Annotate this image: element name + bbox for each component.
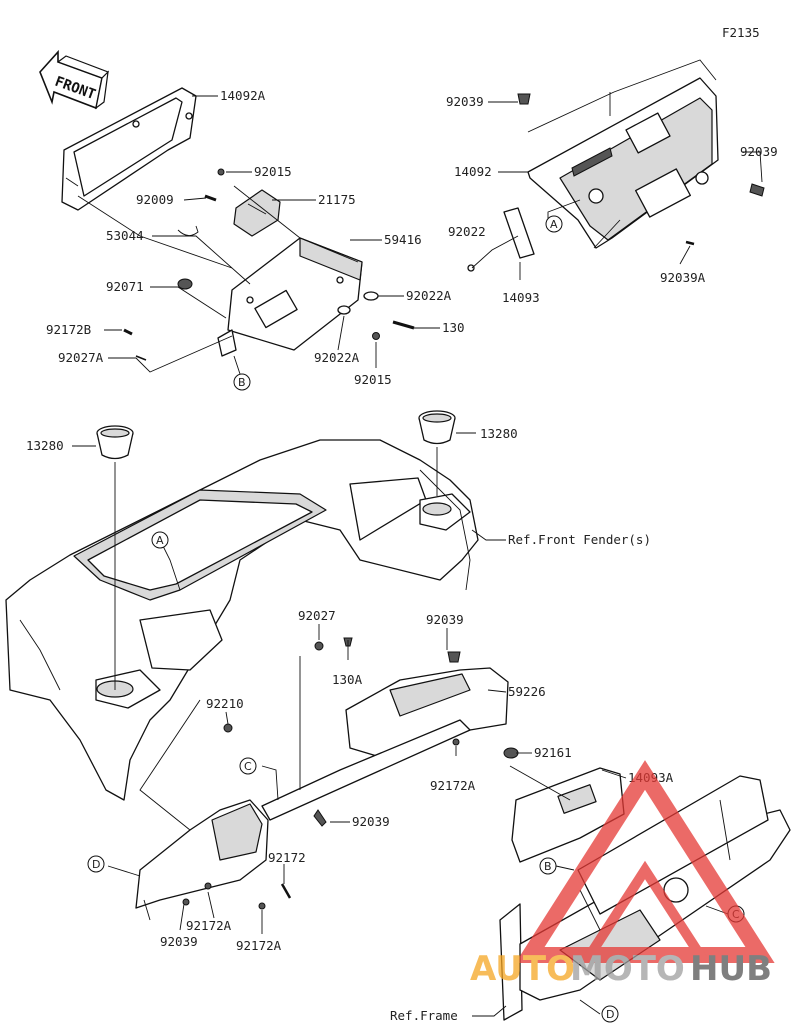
label-92022A-right: 92022A	[406, 288, 452, 303]
watermark-text-hub: HUB	[690, 949, 772, 989]
svg-text:B: B	[544, 860, 552, 873]
label-92015-bottom: 92015	[354, 372, 392, 387]
label-14092: 14092	[454, 164, 492, 179]
lid-14093A	[511, 767, 625, 863]
label-92022A-bottom: 92022A	[314, 350, 360, 365]
svg-text:D: D	[606, 1008, 614, 1021]
label-13280-left: 13280	[26, 438, 64, 453]
watermark-text-auto: AUTO	[470, 949, 575, 989]
label-92210: 92210	[206, 696, 244, 711]
label-92039A: 92039A	[660, 270, 706, 285]
label-13280-right: 13280	[480, 426, 518, 441]
dashboard-main	[5, 439, 479, 801]
watermark-text-moto: MOTO	[570, 949, 685, 989]
cup-holder-13280-left	[96, 425, 134, 460]
label-92172A-left: 92172A	[186, 918, 232, 933]
part-labels: 14092A 92015 92009 21175 53044 59416 920…	[26, 88, 778, 1023]
label-92172: 92172	[268, 850, 306, 865]
label-21175: 21175	[318, 192, 356, 207]
label-92039-bottom-left: 92039	[160, 934, 198, 949]
rail-bracket	[261, 719, 471, 821]
label-92071: 92071	[106, 279, 144, 294]
label-92172A-middle: 92172A	[430, 778, 476, 793]
callout-D-left: D	[87, 855, 105, 873]
callout-D-frame: D	[601, 1005, 619, 1023]
label-92039-middle: 92039	[426, 612, 464, 627]
callout-C-mid: C	[239, 757, 257, 775]
callout-A-top: A	[545, 215, 563, 233]
label-14093: 14093	[502, 290, 540, 305]
label-92039-center: 92039	[352, 814, 390, 829]
label-92015-top: 92015	[254, 164, 292, 179]
label-92039-top-right: 92039	[740, 144, 778, 159]
callout-A-dash: A	[151, 531, 169, 549]
label-92172B: 92172B	[46, 322, 91, 337]
top-right-hardware	[467, 93, 765, 272]
front-arrow-icon: FRONT	[39, 49, 110, 110]
small-hardware-top	[123, 168, 415, 361]
svg-text:C: C	[244, 760, 252, 773]
svg-text:A: A	[156, 534, 164, 547]
meter-cover-14092A	[61, 87, 197, 211]
label-92027A: 92027A	[58, 350, 104, 365]
label-130: 130	[442, 320, 465, 335]
dash-panel-14092	[527, 77, 719, 249]
label-92027: 92027	[298, 608, 336, 623]
automotohub-watermark: AUTO MOTO HUB	[470, 760, 775, 989]
cup-holder-13280-right	[418, 410, 456, 445]
label-92022: 92022	[448, 224, 486, 239]
watermark-logo-icon	[515, 760, 775, 963]
label-ref-frame: Ref.Frame	[390, 1008, 458, 1023]
label-92039-top-left: 92039	[446, 94, 484, 109]
label-130A: 130A	[332, 672, 363, 687]
lower-panel-59226	[345, 667, 509, 761]
label-ref-front-fender: Ref.Front Fender(s)	[508, 532, 651, 547]
svg-text:A: A	[550, 218, 558, 231]
leader-lines	[72, 59, 763, 1017]
label-59226: 59226	[508, 684, 546, 699]
svg-text:D: D	[92, 858, 100, 871]
meter-panel-59416	[217, 237, 363, 357]
label-59416: 59416	[384, 232, 422, 247]
hose-clamp-53044	[177, 225, 199, 236]
figure-code: F2135	[722, 25, 760, 40]
label-14092A: 14092A	[220, 88, 266, 103]
lid-14093	[503, 207, 535, 259]
grommet-92071	[177, 278, 193, 290]
callout-B-frame: B	[539, 857, 557, 875]
left-lower-cover	[135, 799, 269, 921]
callout-B-top: B	[233, 373, 251, 391]
svg-text:B: B	[238, 376, 246, 389]
label-53044: 53044	[106, 228, 144, 243]
label-92009: 92009	[136, 192, 174, 207]
relay-21175	[233, 189, 281, 237]
label-92172A-bottom: 92172A	[236, 938, 282, 953]
label-92161: 92161	[534, 745, 572, 760]
